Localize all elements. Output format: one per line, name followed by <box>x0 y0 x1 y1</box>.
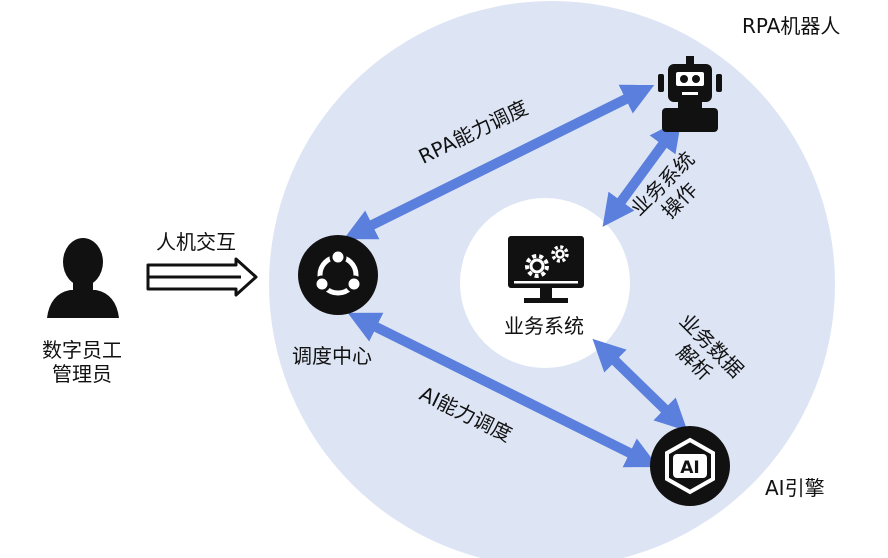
biz-ops-arrow <box>602 119 682 227</box>
human-machine-label: 人机交互 <box>156 230 236 254</box>
robot-icon <box>658 56 722 132</box>
biz-data-arrow <box>592 338 688 432</box>
admin-label-line2: 管理员 <box>52 362 112 386</box>
person-icon <box>47 238 119 318</box>
ai-chip-icon: AI <box>650 426 730 506</box>
monitor-gears-icon <box>508 236 584 303</box>
admin-label-line1: 数字员工 <box>42 338 122 362</box>
ai-capability-arrow <box>347 312 659 468</box>
dispatch-icon <box>298 235 378 315</box>
admin-label: 数字员工 管理员 <box>22 338 142 386</box>
ai-engine-label: AI引擎 <box>765 476 825 500</box>
human-machine-arrow <box>146 257 258 297</box>
rpa-capability-arrow <box>343 84 655 240</box>
ai-badge-text: AI <box>680 458 699 478</box>
robot-label: RPA机器人 <box>742 14 841 38</box>
business-system-label: 业务系统 <box>504 314 584 338</box>
dispatch-label: 调度中心 <box>292 344 372 368</box>
